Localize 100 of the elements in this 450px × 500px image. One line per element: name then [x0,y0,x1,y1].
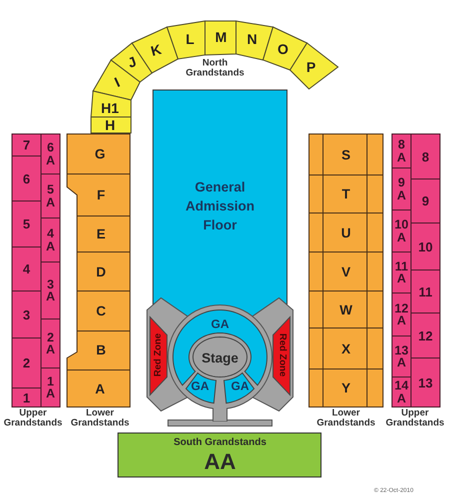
section-label: 10 [418,240,433,253]
seating-section [309,328,383,369]
seating-section [167,21,205,59]
seating-section [77,291,130,331]
seating-section [290,43,338,89]
section-label: S [342,148,350,162]
section-label: C [96,304,106,318]
section-label: E [96,227,106,241]
seating-section [41,262,60,319]
seating-section [309,252,383,291]
section-label: K [149,42,163,58]
seating-section [411,223,440,270]
section-label: P [306,60,316,74]
section-label: 3 [22,308,30,321]
area-label: General Admission Floor [186,178,254,234]
section-label: 11 A [394,260,408,285]
seating-section [12,338,41,388]
seating-section [309,213,383,252]
seating-section [91,91,131,117]
section-label: A [95,382,105,396]
section-label: 1 A [46,375,56,400]
section-label: 12 [418,329,433,342]
seating-section [392,336,411,377]
section-label: 13 [418,376,433,389]
section-label: B [96,343,106,357]
stage [193,337,247,377]
section-label: 6 [22,172,30,185]
seating-section [41,174,60,218]
section-label: 2 [22,356,30,370]
seating-section [309,291,383,328]
area-label: GA [210,318,229,330]
section-label: H [104,118,116,132]
section-label: U [341,226,351,240]
seating-section [411,358,440,407]
section-label: 4 [22,262,30,276]
seating-section [12,291,41,338]
stand-label: North Grandstands [186,58,244,80]
seating-section [309,175,383,213]
seating-section [41,368,60,407]
section-label: 2 A [46,331,56,356]
stand-label: Lower Grandstands [316,408,376,430]
section-label: F [96,188,106,202]
section-label: 11 [418,285,432,298]
area-label: GA [190,380,209,392]
section-label: AA [204,451,236,473]
section-label: 14 A [394,380,408,404]
stand-label: Lower Grandstands [70,408,130,430]
seating-section [411,179,440,223]
stand-name: South Grandstands [174,438,266,448]
seating-section [236,21,273,60]
seating-section [12,388,41,407]
area-label: GA [230,380,249,392]
section-label: N [246,32,258,46]
section-label: 13 A [394,344,408,369]
seating-section [118,433,321,477]
seating-section [67,370,130,407]
section-label: 5 A [46,184,56,208]
seating-section [67,174,130,216]
seating-section [41,218,60,262]
section-label: M [215,30,227,44]
section-label: V [342,264,350,278]
standing-area [224,373,254,404]
seating-section [263,27,307,70]
seating-section [392,210,411,252]
stage-label: Stage [202,351,238,365]
seating-section [309,134,383,175]
section-label: 5 [22,218,30,230]
seating-section [411,134,440,179]
seating-section [205,21,236,55]
section-label: T [342,187,350,201]
section-label: 1 [22,391,30,404]
seating-section [392,134,411,168]
section-label: J [126,54,138,70]
seating-section [411,313,440,358]
seating-section [67,331,130,370]
section-label: L [186,32,194,46]
zone-label: Red Zone [153,333,163,377]
zone-label: Red Zone [277,333,287,377]
section-label: I [112,74,122,90]
section-label: 9 A [396,176,406,202]
section-label: 8 A [396,138,406,164]
section-label: G [94,147,106,161]
seating-section [91,117,131,133]
section-label: 9 [422,194,430,208]
seating-section [411,270,440,313]
seating-section [41,134,60,174]
section-label: O [278,42,288,56]
seating-section [309,369,383,407]
stand-label: Upper Grandstands [386,408,444,430]
stand-label: Upper Grandstands [4,408,62,430]
seating-section [392,252,411,293]
section-label: 3 A [46,278,56,303]
section-label: 7 [22,138,30,152]
seating-section [12,134,41,156]
general-admission-floor [153,90,287,318]
section-label: 4 A [46,228,56,252]
section-label: 10 A [394,218,408,244]
section-label: Y [342,381,350,395]
section-label: 6 A [46,142,56,166]
seating-section [392,293,411,336]
